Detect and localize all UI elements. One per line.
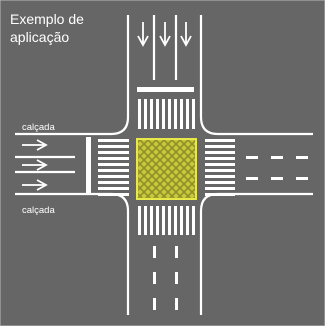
north-stop-line <box>137 87 194 92</box>
crosswalk-stripe <box>205 151 235 154</box>
crosswalk-stripe <box>180 206 183 235</box>
down-arrow-icon <box>159 22 171 47</box>
caption-line-1: Exemplo de <box>10 11 84 27</box>
down-arrow-icon <box>180 22 192 47</box>
crosswalk-stripe <box>162 206 165 235</box>
down-arrow-icon <box>137 22 149 47</box>
west-arrows <box>22 139 48 191</box>
sidewalk-label-bottom: calçada <box>22 205 55 216</box>
crosswalk-stripe <box>150 99 153 129</box>
crosswalk-stripe <box>168 206 171 235</box>
west-lane-lines <box>15 155 75 174</box>
crosswalk-stripe <box>150 206 153 235</box>
south-dashed-lines <box>153 246 178 310</box>
crosswalk-stripe <box>180 99 183 129</box>
right-arrow-icon <box>22 139 48 151</box>
crosswalk-stripe <box>205 169 235 172</box>
crosswalk-stripe <box>98 193 129 196</box>
crosswalk-east <box>205 139 235 196</box>
crosswalk-stripe <box>156 206 159 235</box>
crosswalk-stripe <box>98 169 129 172</box>
north-lane-lines <box>152 15 178 80</box>
right-arrow-icon <box>22 179 48 191</box>
crosswalk-stripe <box>156 99 159 129</box>
north-arrows <box>137 22 192 47</box>
crosswalk-stripe <box>138 206 141 235</box>
crosswalk-stripe <box>174 99 177 129</box>
crosswalk-north <box>138 99 195 129</box>
crosswalk-stripe <box>144 206 147 235</box>
crosswalk-stripe <box>138 99 141 129</box>
crosswalk-stripe <box>205 181 235 184</box>
crosswalk-stripe <box>192 99 195 129</box>
crosswalk-stripe <box>205 157 235 160</box>
crosswalk-stripe <box>98 151 129 154</box>
crosswalk-south <box>138 206 195 235</box>
crosswalk-stripe <box>162 99 165 129</box>
road-edge-top-left <box>15 15 130 136</box>
crosswalk-stripe <box>98 139 129 142</box>
crosswalk-stripe <box>205 187 235 190</box>
crosswalk-stripe <box>205 139 235 142</box>
crosswalk-stripe <box>205 145 235 148</box>
caption-line-2: aplicação <box>10 29 69 45</box>
crosswalk-stripe <box>98 181 129 184</box>
right-arrow-icon <box>22 159 48 171</box>
crosswalk-stripe <box>98 145 129 148</box>
crosswalk-stripe <box>98 187 129 190</box>
west-stop-line <box>86 137 91 193</box>
crosswalk-stripe <box>192 206 195 235</box>
crosswalk-stripe <box>98 175 129 178</box>
crosswalk-stripe <box>205 163 235 166</box>
road-edge-top-right <box>199 15 313 136</box>
sidewalk-label-top: calçada <box>22 122 55 133</box>
crosswalk-west <box>98 139 129 196</box>
crosswalk-stripe <box>205 193 235 196</box>
crosswalk-stripe <box>186 99 189 129</box>
crosswalk-stripe <box>205 175 235 178</box>
crosswalk-stripe <box>186 206 189 235</box>
crosswalk-stripe <box>144 99 147 129</box>
crosswalk-stripe <box>98 163 129 166</box>
hatched-box-junction <box>136 138 197 200</box>
crosswalk-stripe <box>168 99 171 129</box>
east-dashed-lines <box>246 156 308 180</box>
crosswalk-stripe <box>174 206 177 235</box>
crosswalk-stripe <box>98 157 129 160</box>
